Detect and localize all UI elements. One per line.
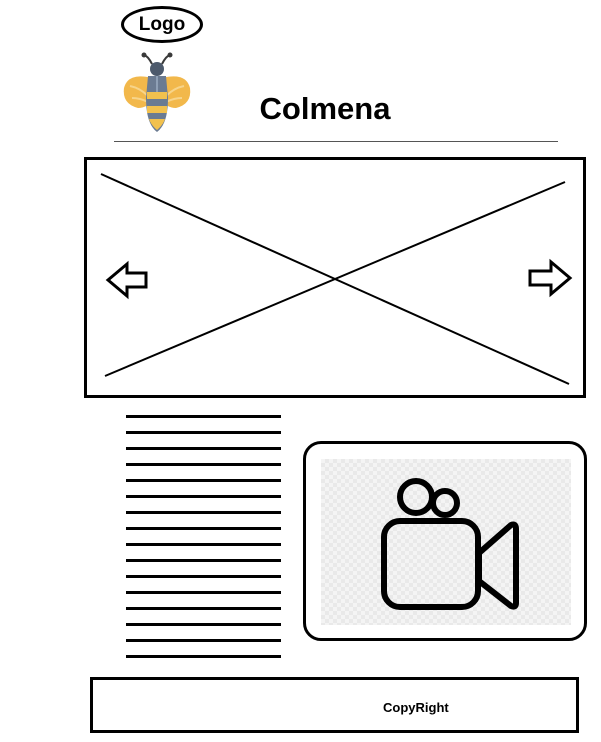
video-player[interactable]	[303, 441, 587, 641]
text-line	[126, 655, 281, 658]
video-camera-icon	[381, 478, 519, 610]
text-line	[126, 607, 281, 610]
text-line	[126, 511, 281, 514]
text-line	[126, 559, 281, 562]
carousel-next-button[interactable]	[527, 258, 573, 298]
copyright-text: CopyRight	[383, 700, 449, 715]
text-line	[126, 415, 281, 418]
text-line	[126, 591, 281, 594]
header-divider	[114, 141, 558, 142]
arrow-left-icon	[105, 260, 148, 300]
logo-label: Logo	[138, 13, 186, 35]
logo[interactable]: Logo	[121, 6, 203, 43]
image-carousel[interactable]	[84, 157, 586, 398]
text-line	[126, 479, 281, 482]
text-line	[126, 543, 281, 546]
text-line	[126, 639, 281, 642]
text-line	[126, 527, 281, 530]
arrow-right-icon	[528, 258, 573, 298]
bee-logo-icon	[118, 52, 196, 134]
site-title: Colmena	[259, 91, 391, 126]
text-content-block	[126, 410, 282, 665]
text-line	[126, 623, 281, 626]
text-line	[126, 447, 281, 450]
video-area[interactable]	[321, 459, 571, 625]
text-line	[126, 575, 281, 578]
carousel-prev-button[interactable]	[105, 260, 151, 300]
text-line	[126, 495, 281, 498]
image-placeholder	[100, 173, 570, 385]
text-line	[126, 431, 281, 434]
text-line	[126, 463, 281, 466]
footer: CopyRight	[90, 677, 579, 733]
